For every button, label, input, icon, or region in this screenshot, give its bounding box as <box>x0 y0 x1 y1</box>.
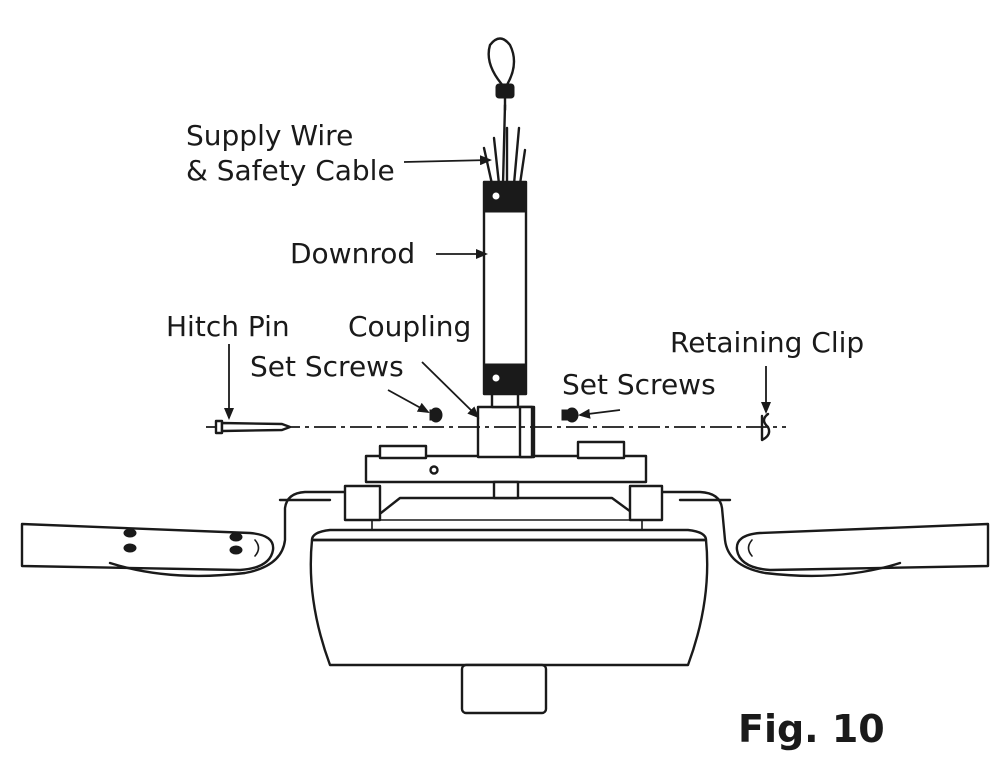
set-screws-left-label: Set Screws <box>250 350 404 383</box>
coupling-label: Coupling <box>348 310 471 343</box>
set-screws-left-arrow <box>387 389 430 413</box>
right-fan-blade <box>658 490 990 578</box>
right-set-screw <box>561 407 579 423</box>
blade-brackets <box>343 484 664 522</box>
retaining-clip-label: Retaining Clip <box>670 326 864 359</box>
coupling-arrow <box>421 361 480 419</box>
left-fan-blade <box>20 490 347 578</box>
supply-wires <box>482 126 527 186</box>
mounting-plate <box>364 440 648 500</box>
figure-caption: Fig. 10 <box>738 707 885 751</box>
supply-wire-arrow <box>403 155 492 166</box>
left-blade-screws <box>123 528 243 555</box>
hitch-pin-label: Hitch Pin <box>166 310 290 343</box>
supply-wire-label-line2: & Safety Cable <box>186 154 395 187</box>
left-set-screw <box>429 407 443 423</box>
downrod-pipe <box>482 180 528 409</box>
coupling-collar <box>476 405 536 459</box>
motor-housing <box>309 496 709 667</box>
switch-housing-cap <box>460 663 548 715</box>
downrod-label: Downrod <box>290 237 415 270</box>
safety-cable <box>487 37 516 186</box>
supply-wire-label-line1: Supply Wire <box>186 119 353 152</box>
retaining-clip <box>760 412 771 442</box>
set-screws-right-label: Set Screws <box>562 368 716 401</box>
set-screws-right-arrow <box>578 408 621 419</box>
hitch-pin <box>214 419 292 435</box>
